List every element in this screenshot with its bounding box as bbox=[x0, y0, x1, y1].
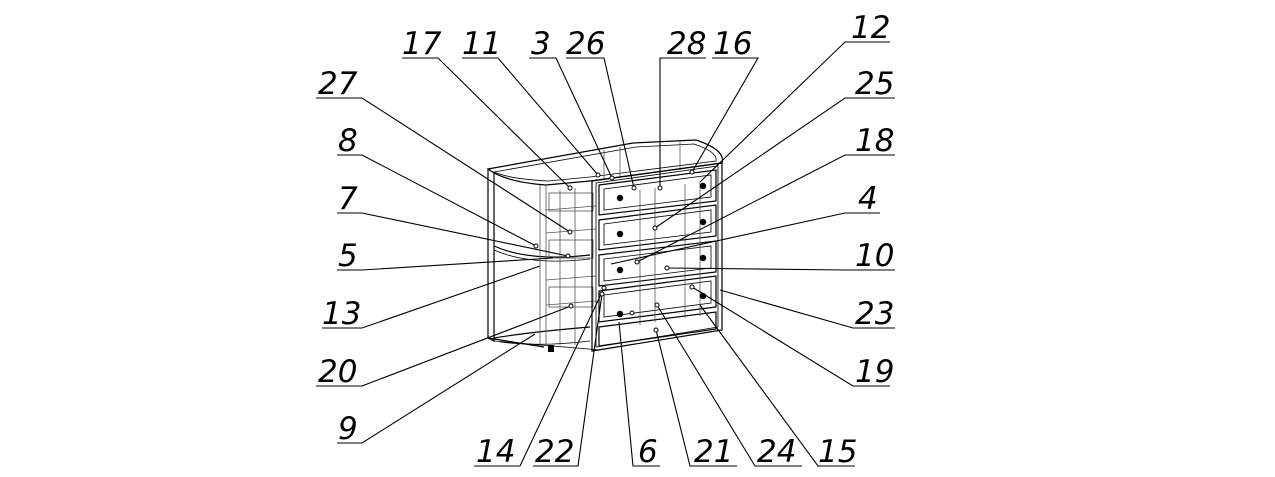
leader-lines bbox=[316, 41, 895, 467]
callout-8: 8 bbox=[338, 123, 358, 159]
callout-labels: 17 11 3 26 28 16 12 27 25 8 18 7 4 5 10 … bbox=[318, 10, 894, 470]
callout-9: 9 bbox=[338, 411, 358, 447]
callout-26: 26 bbox=[566, 26, 605, 62]
callout-3: 3 bbox=[531, 26, 551, 62]
callout-13: 13 bbox=[322, 296, 361, 332]
callout-11: 11 bbox=[462, 26, 501, 62]
callout-28: 28 bbox=[667, 26, 706, 62]
callout-15: 15 bbox=[818, 434, 857, 470]
callout-7: 7 bbox=[338, 181, 358, 217]
callout-25: 25 bbox=[855, 66, 894, 102]
callout-4: 4 bbox=[858, 181, 878, 217]
callout-6: 6 bbox=[638, 434, 658, 470]
callout-14: 14 bbox=[476, 434, 515, 470]
chest-of-drawers-drawing bbox=[486, 139, 724, 352]
callout-12: 12 bbox=[851, 10, 890, 46]
callout-10: 10 bbox=[855, 238, 894, 274]
callout-17: 17 bbox=[402, 26, 442, 62]
callout-5: 5 bbox=[338, 238, 358, 274]
callout-22: 22 bbox=[535, 434, 574, 470]
callout-16: 16 bbox=[713, 26, 752, 62]
callout-18: 18 bbox=[855, 123, 894, 159]
callout-27: 27 bbox=[318, 66, 358, 102]
callout-19: 19 bbox=[855, 354, 894, 390]
callout-24: 24 bbox=[757, 434, 796, 470]
callout-21: 21 bbox=[694, 434, 733, 470]
callout-20: 20 bbox=[318, 354, 357, 390]
callout-23: 23 bbox=[855, 296, 894, 332]
